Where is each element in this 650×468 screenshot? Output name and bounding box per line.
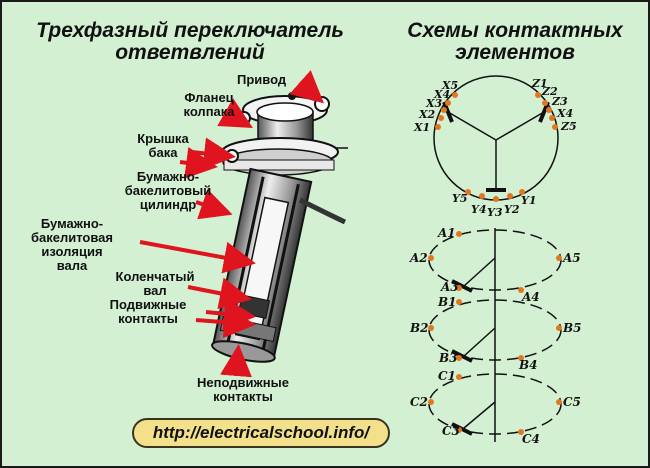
right-title-line1: Схемы контактных <box>407 19 623 42</box>
arrow-shaft <box>187 277 252 310</box>
pin-b5: B5 <box>563 321 582 335</box>
pin-z2: Z2 <box>542 85 558 98</box>
arrow-moving-2 <box>205 297 256 330</box>
pin-c3: C3 <box>442 424 460 438</box>
pin-b3: B3 <box>439 351 458 365</box>
pin-x4: X4 <box>434 88 451 101</box>
pin-y1: Y1 <box>521 194 537 207</box>
label-insulation-2: бакелитовая <box>30 230 114 245</box>
label-cylinder-3: цилиндр <box>139 197 197 212</box>
star-scheme <box>433 75 559 202</box>
pin-a5: A5 <box>563 251 581 265</box>
pin-c4: C4 <box>522 432 540 446</box>
label-cover-2: бака <box>148 145 178 160</box>
label-insulation-3: изоляция <box>41 244 103 259</box>
pin-a2: A2 <box>410 251 428 265</box>
label-insulation-1: Бумажно- <box>40 216 104 231</box>
pin-b2: B2 <box>410 321 429 335</box>
arrow-flange <box>217 98 253 128</box>
pin-z1: Z1 <box>532 77 548 90</box>
pin-x1: X1 <box>414 121 431 134</box>
label-cylinder-1: Бумажно- <box>136 169 200 184</box>
label-insulation-4: вала <box>56 258 88 273</box>
label-moving-2: контакты <box>118 311 178 326</box>
pin-c5: C5 <box>563 395 581 409</box>
label-moving-1: Подвижные <box>109 297 187 312</box>
arrow-cylinder <box>195 189 233 220</box>
label-fixed-2: контакты <box>213 389 273 404</box>
label-cylinder-2: бакелитовый <box>124 183 212 198</box>
label-cover-1: Крышка <box>137 131 189 146</box>
label-fixed-1: Неподвижные <box>197 375 289 390</box>
pin-c2: C2 <box>410 395 428 409</box>
pin-y3: Y3 <box>487 206 503 219</box>
pin-z4: X4 <box>557 107 574 120</box>
pin-c1: C1 <box>438 369 456 383</box>
pin-a4: A4 <box>522 290 540 304</box>
pin-a3: A3 <box>441 280 459 294</box>
pin-y4: Y4 <box>471 203 487 216</box>
arrow-drive <box>289 70 324 104</box>
website-url-banner[interactable]: http://electricalschool.info/ <box>132 418 390 448</box>
left-title-line2: ответвлений <box>115 41 265 64</box>
phase-schemes <box>428 228 562 442</box>
pin-b1: B1 <box>438 295 457 309</box>
label-flange-1: Фланец <box>184 90 234 105</box>
right-title-line2: элементов <box>455 41 575 64</box>
left-title-line1: Трехфазный переключатель <box>36 19 344 42</box>
pin-x3: X3 <box>426 97 443 110</box>
arrow-insulation <box>139 240 256 274</box>
pin-z5: Z5 <box>561 120 577 133</box>
pin-a1: A1 <box>438 226 456 240</box>
switch-illustration <box>211 92 348 363</box>
pin-b4: B4 <box>519 358 538 372</box>
pin-x5: X5 <box>442 79 459 92</box>
callout-arrows <box>139 70 324 378</box>
label-flange-2: колпака <box>183 104 235 119</box>
arrow-fixed <box>220 344 252 378</box>
pin-y5: Y5 <box>452 192 468 205</box>
arrow-cover-2 <box>179 146 218 179</box>
label-shaft-1: Коленчатый <box>115 269 195 284</box>
label-shaft-2: вал <box>143 283 167 298</box>
pin-z3: Z3 <box>552 95 568 108</box>
pin-x2: X2 <box>419 108 436 121</box>
label-drive: Привод <box>237 72 287 87</box>
pin-y2: Y2 <box>504 203 520 216</box>
